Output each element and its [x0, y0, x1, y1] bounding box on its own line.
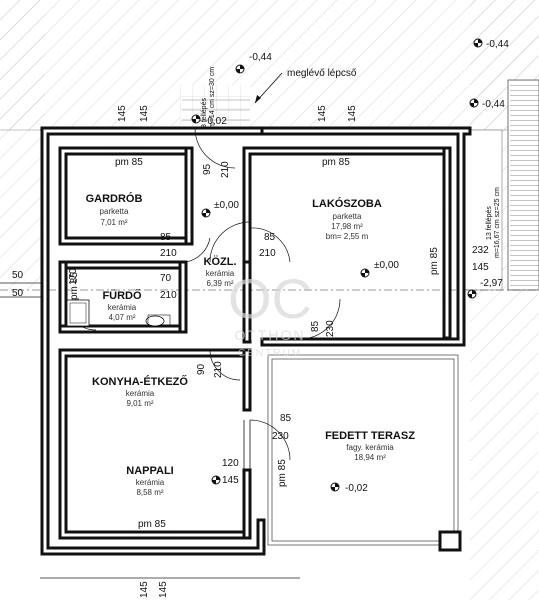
dim-170: 170: [68, 268, 79, 285]
room-area: 4,07 m²: [108, 313, 135, 322]
room-name: FEDETT TERASZ: [325, 430, 415, 442]
stair-existing-label: meglévő lépcső: [287, 68, 357, 79]
dim-top-145b: 145: [139, 105, 150, 122]
sink: [145, 315, 165, 327]
outer-wall-right: [260, 126, 472, 347]
room-gardrob: GARDRÓB parketta 7,01 m²: [86, 192, 143, 227]
dim-232: 232: [472, 245, 489, 256]
room-floor: parketta: [333, 212, 362, 221]
level-top2: -0,44: [486, 39, 509, 50]
dim-145-right: 145: [472, 262, 489, 273]
room-floor: kerámia: [206, 269, 235, 278]
room-name: GARDRÓB: [86, 192, 143, 205]
pm-lako: pm 85: [322, 157, 350, 168]
room-area: 9,01 m²: [126, 399, 153, 408]
stair-top-note-1: 3 fellépés: [201, 98, 208, 128]
dim-210-furdo: 210: [160, 290, 177, 301]
room-name: FÜRDŐ: [102, 289, 142, 302]
room-floor: fagy. kerámia: [346, 443, 394, 452]
level-terasz: -0,02: [345, 483, 368, 494]
room-name: LAKÓSZOBA: [312, 197, 382, 210]
dim-145-nappali: 145: [222, 475, 239, 486]
room-floor: parketta: [100, 207, 129, 216]
room-name: KONYHA-ÉTKEZŐ: [92, 375, 188, 388]
level-kozl: ±0,00: [214, 200, 239, 211]
level-top1: -0,44: [249, 52, 272, 63]
pm-gardrob: pm 85: [115, 157, 143, 168]
watermark-line1: OTTHON: [234, 327, 305, 343]
room-name: NAPPALI: [126, 465, 173, 477]
level-entry: -0,02: [204, 116, 227, 127]
watermark-logo: OC OTTHON CENTRUM: [228, 267, 312, 359]
dim-top-145c: 145: [317, 105, 328, 122]
dim-85-terasz-door: 85: [310, 320, 321, 332]
room-name: KÖZL.: [204, 255, 237, 268]
room-furdo: FÜRDŐ kerámia 4,07 m²: [102, 289, 142, 322]
dim-90: 90: [196, 363, 207, 375]
pm-nappali: pm 85: [138, 519, 166, 530]
stair-top-note-2: m=14 cm sz=30 cm: [209, 67, 216, 128]
dim-top-145a: 145: [117, 105, 128, 122]
room-floor: kerámia: [108, 303, 137, 312]
level-outside: -2,97: [480, 278, 503, 289]
dim-210-gardrob: 210: [160, 248, 177, 259]
stair-right-note-2: m=16,67 cm sz=25 cm: [494, 187, 501, 258]
stair-right-note-1: 13 fellépés: [486, 206, 493, 240]
room-kozl: KÖZL. kerámia 6,39 m²: [204, 255, 237, 288]
paving-left: [0, 0, 45, 290]
dim-50b: 50: [12, 288, 24, 299]
dim-120: 120: [222, 458, 239, 469]
level-lako: ±0,00: [374, 260, 399, 271]
room-height: bm= 2,55 m: [326, 232, 369, 241]
dim-230-terasz: 230: [272, 431, 289, 442]
dim-50a: 50: [12, 270, 24, 281]
pm-lako-window: pm 85: [429, 247, 440, 275]
room-area: 6,39 m²: [206, 279, 233, 288]
level-markers: [191, 38, 483, 492]
dim-85-terasz: 85: [280, 413, 292, 424]
room-area: 7,01 m²: [100, 218, 127, 227]
paving-area: [0, 0, 539, 130]
terrace-outline: [267, 354, 459, 546]
stair-top-area: [180, 85, 250, 130]
watermark-line2: CENTRUM: [238, 348, 302, 359]
dim-bottom-145a: 145: [139, 581, 150, 598]
room-area: 18,94 m²: [354, 453, 386, 462]
room-nappali: NAPPALI kerámia 8,58 m²: [126, 465, 173, 497]
dim-70: 70: [160, 273, 172, 284]
room-floor: kerámia: [136, 478, 165, 487]
room-lakoszoba: LAKÓSZOBA parketta 17,98 m² bm= 2,55 m: [312, 197, 382, 241]
dim-210-konyha: 210: [213, 361, 224, 378]
dim-85-lako: 85: [264, 232, 276, 243]
pm-nappali-side: pm 85: [277, 459, 288, 487]
dim-210-lako: 210: [259, 248, 276, 259]
shower: [66, 299, 90, 327]
room-area: 8,58 m²: [136, 488, 163, 497]
room-konyha: KONYHA-ÉTKEZŐ kerámia 9,01 m²: [92, 375, 188, 408]
watermark-oc: OC: [228, 267, 312, 330]
pm-furdo: pm 85: [69, 272, 80, 300]
room-terasz: FEDETT TERASZ fagy. kerámia 18,94 m²: [325, 430, 415, 462]
dim-85-gardrob: 85: [160, 232, 172, 243]
dim-230-terasz-door: 230: [325, 320, 336, 337]
dim-bottom-145b: 145: [158, 581, 169, 598]
dim-top-145d: 145: [347, 105, 358, 122]
level-top3: -0,44: [482, 99, 505, 110]
dimensions: 145 145 145 145 pm 85 pm 85 95 210 85 21…: [12, 105, 489, 598]
room-floor: kerámia: [126, 389, 155, 398]
dim-95: 95: [202, 163, 213, 175]
dim-210-entry: 210: [220, 161, 231, 178]
room-area: 17,98 m²: [331, 222, 363, 231]
